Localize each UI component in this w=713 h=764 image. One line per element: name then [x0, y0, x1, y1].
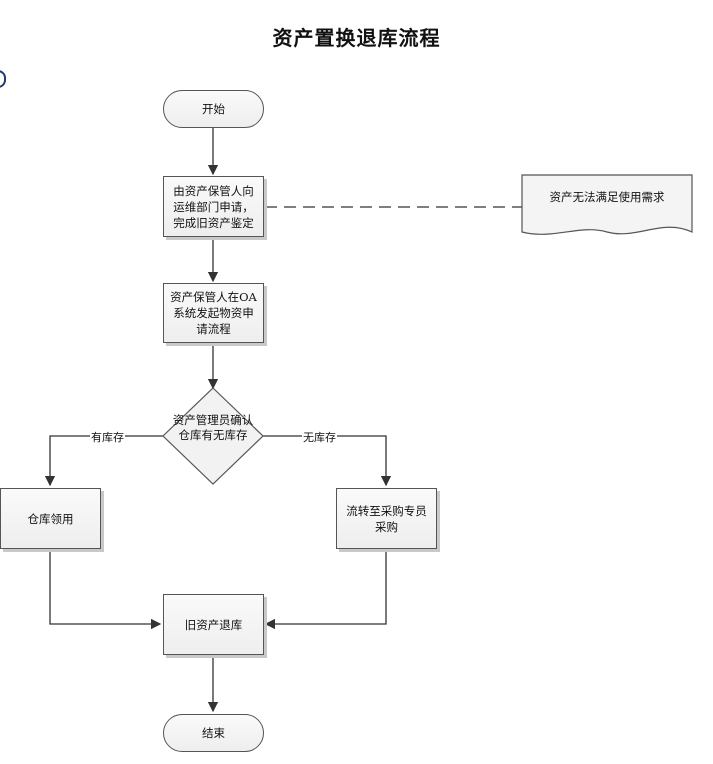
purchase-step: 流转至采购专员采购 [336, 488, 437, 549]
page-title: 资产置换退库流程 [272, 26, 441, 50]
edge-label-no-stock: 无库存 [302, 429, 337, 445]
document-label: 资产无法满足使用需求 [549, 190, 665, 204]
decision-diamond [162, 387, 264, 485]
connector-decision-warehouse [44, 435, 163, 487]
oa-request-step: 资产保管人在OA系统发起物资申请流程 [163, 283, 264, 343]
decision-label: 资产管理员确认仓库有无库存 [172, 413, 254, 442]
document-shape [521, 174, 693, 235]
start-terminal: 开始 [163, 90, 264, 128]
return-step: 旧资产退库 [163, 594, 264, 655]
edge-label-has-stock: 有库存 [90, 429, 125, 445]
warehouse-step: 仓库领用 [0, 488, 101, 549]
end-terminal: 结束 [163, 714, 264, 752]
connector-purchase-return [264, 549, 387, 630]
connector-warehouse-return [49, 549, 162, 630]
apply-step: 由资产保管人向运维部门申请，完成旧资产鉴定 [163, 176, 264, 237]
